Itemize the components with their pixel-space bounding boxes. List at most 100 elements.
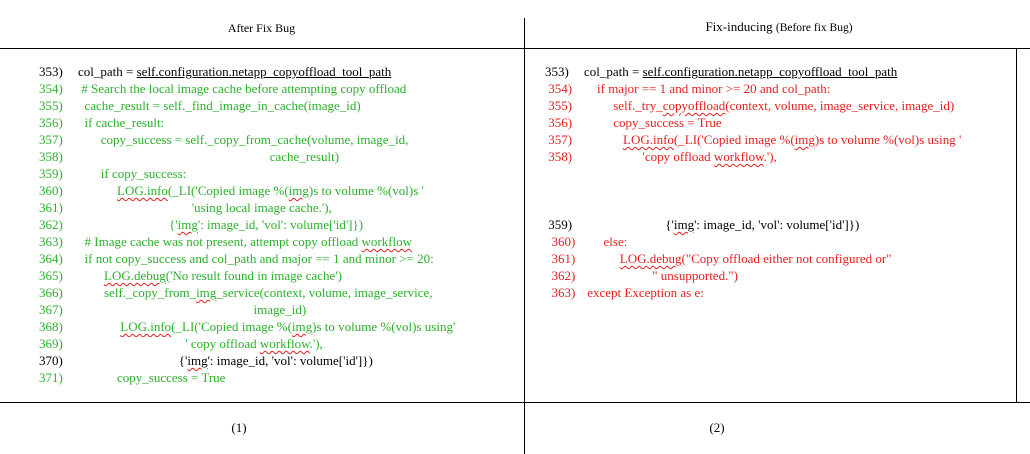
code-text: _service(context, volume, image_service, xyxy=(216,285,433,300)
code-line: 368) LOG.info(_LI('Copied image %(img)s … xyxy=(39,318,519,335)
caption-right: (2) xyxy=(709,420,725,435)
code-text: cache_result) xyxy=(269,149,340,164)
indent xyxy=(584,115,613,130)
code-line: 370) {'img': image_id, 'vol': volume['id… xyxy=(39,352,519,369)
code-text: # Image cache was not present, attempt c… xyxy=(84,234,362,249)
indent xyxy=(78,217,169,232)
indent xyxy=(584,98,613,113)
code-text: ("Copy offload either not configured or" xyxy=(681,251,892,266)
code-text: )s to volume %(vol)s using ' xyxy=(814,132,962,147)
code-line: 357) LOG.info(_LI('Copied image %(img)s … xyxy=(545,131,1025,148)
code-line xyxy=(545,165,1025,182)
code-text: img xyxy=(187,353,208,368)
column-divider xyxy=(524,18,525,454)
code-text: ' copy offload xyxy=(185,336,260,351)
code-text: LOG.info xyxy=(117,183,168,198)
line-number: 360) xyxy=(545,234,576,249)
code-text: if not copy_success and col_path and maj… xyxy=(84,251,434,266)
code-line: 354) if major == 1 and minor >= 20 and c… xyxy=(545,80,1025,97)
code-text: (_LI('Copied image %( xyxy=(673,132,795,147)
indent xyxy=(78,268,104,283)
header-fix-inducing: Fix-inducing (Before fix Bug) xyxy=(528,19,1030,35)
line-number: 355) xyxy=(545,98,573,113)
code-text: copy_success = True xyxy=(117,370,226,385)
code-text: LOG.info xyxy=(623,132,674,147)
code-text: ': image_id, 'vol': volume['id']}) xyxy=(197,217,364,232)
header-fix-inducing-main: Fix-inducing xyxy=(705,19,776,34)
indent xyxy=(584,149,643,164)
code-text: if copy_success: xyxy=(100,166,187,181)
line-number: 356) xyxy=(545,115,573,130)
before-fix-code-block: 353) col_path = self.configuration.netapp… xyxy=(545,63,1025,301)
indent xyxy=(584,268,652,283)
code-text: ('No result found in image cache') xyxy=(165,268,342,283)
code-text: self.configuration.netapp_copyoffload_to… xyxy=(642,64,898,79)
code-text: .'), xyxy=(763,149,777,164)
code-text: self._try_ xyxy=(613,98,663,113)
code-line: 354) # Search the local image cache befo… xyxy=(39,80,519,97)
line-number: 365) xyxy=(39,268,63,283)
line-number: 353) xyxy=(545,64,569,79)
indent xyxy=(78,336,185,351)
code-text: .'), xyxy=(309,336,323,351)
line-number: 362) xyxy=(39,217,63,232)
line-number: 363) xyxy=(545,285,576,300)
line-number: 357) xyxy=(39,132,63,147)
code-text: col_path = xyxy=(584,64,643,79)
code-line: 355) cache_result = self._find_image_in_… xyxy=(39,97,519,114)
code-line: 362) " unsupported.") xyxy=(545,267,1025,284)
code-text: LOG.debug xyxy=(104,268,166,283)
code-text: self.configuration.netapp_copyoffload_to… xyxy=(136,64,392,79)
line-number: 359) xyxy=(39,166,63,181)
indent xyxy=(78,319,120,334)
code-line: 371) copy_success = True xyxy=(39,369,519,386)
code-text: img xyxy=(288,183,309,198)
code-line: 358) cache_result) xyxy=(39,148,519,165)
indent xyxy=(584,132,623,147)
code-text: " unsupported.") xyxy=(652,268,738,283)
indent xyxy=(584,81,597,96)
line-number: 356) xyxy=(39,115,63,130)
line-number: 360) xyxy=(39,183,63,198)
code-text: cache_result = self._find_image_in_cache… xyxy=(84,98,361,113)
code-text: except Exception as e: xyxy=(587,285,704,300)
code-text: self._copy_from_ xyxy=(104,285,197,300)
code-line: 362) {'img': image_id, 'vol': volume['id… xyxy=(39,216,519,233)
indent xyxy=(78,285,104,300)
code-text: (_LI('Copied image %( xyxy=(167,183,289,198)
code-line: 361) 'using local image cache.'), xyxy=(39,199,519,216)
indent xyxy=(78,132,101,147)
code-line: 363) except Exception as e: xyxy=(545,284,1025,301)
code-text: {' xyxy=(169,217,178,232)
code-text: img xyxy=(673,217,695,232)
code-line: 369) ' copy offload workflow.'), xyxy=(39,335,519,352)
code-text: else: xyxy=(603,234,628,249)
line-number: 364) xyxy=(39,251,63,266)
caption-left: (1) xyxy=(231,420,247,435)
line-number: 363) xyxy=(39,234,63,249)
line-number: 354) xyxy=(39,81,63,96)
code-text: ': image_id, 'vol': volume['id']}) xyxy=(207,353,373,368)
code-line: 353)col_path = self.configuration.netapp… xyxy=(39,63,519,80)
code-text: copy_success = self._copy_from_cache(vol… xyxy=(100,132,409,147)
line-number: 361) xyxy=(545,251,576,266)
code-line: 359) {'img': image_id, 'vol': volume['id… xyxy=(545,216,1025,233)
line-number: 367) xyxy=(39,302,63,317)
code-line: 355) self._try_copyoffload(context, volu… xyxy=(545,97,1025,114)
code-line: 365) LOG.debug('No result found in image… xyxy=(39,267,519,284)
indent xyxy=(78,166,101,181)
code-line: 353) col_path = self.configuration.netapp… xyxy=(545,63,1025,80)
line-number: 357) xyxy=(545,132,573,147)
code-text: LOG.debug xyxy=(619,251,682,266)
code-text: )s to volume %(vol)s ' xyxy=(308,183,424,198)
code-line: 356) if cache_result: xyxy=(39,114,519,131)
indent xyxy=(78,302,254,317)
right-edge-rule xyxy=(1016,48,1017,402)
code-text: img xyxy=(177,217,198,232)
code-text: workflow xyxy=(361,234,413,249)
indent xyxy=(584,234,604,249)
line-number: 354) xyxy=(545,81,573,96)
after-fix-code-block: 353)col_path = self.configuration.netapp… xyxy=(39,63,519,386)
code-text: 'copy offload xyxy=(642,149,714,164)
code-line: 361) LOG.debug("Copy offload either not … xyxy=(545,250,1025,267)
